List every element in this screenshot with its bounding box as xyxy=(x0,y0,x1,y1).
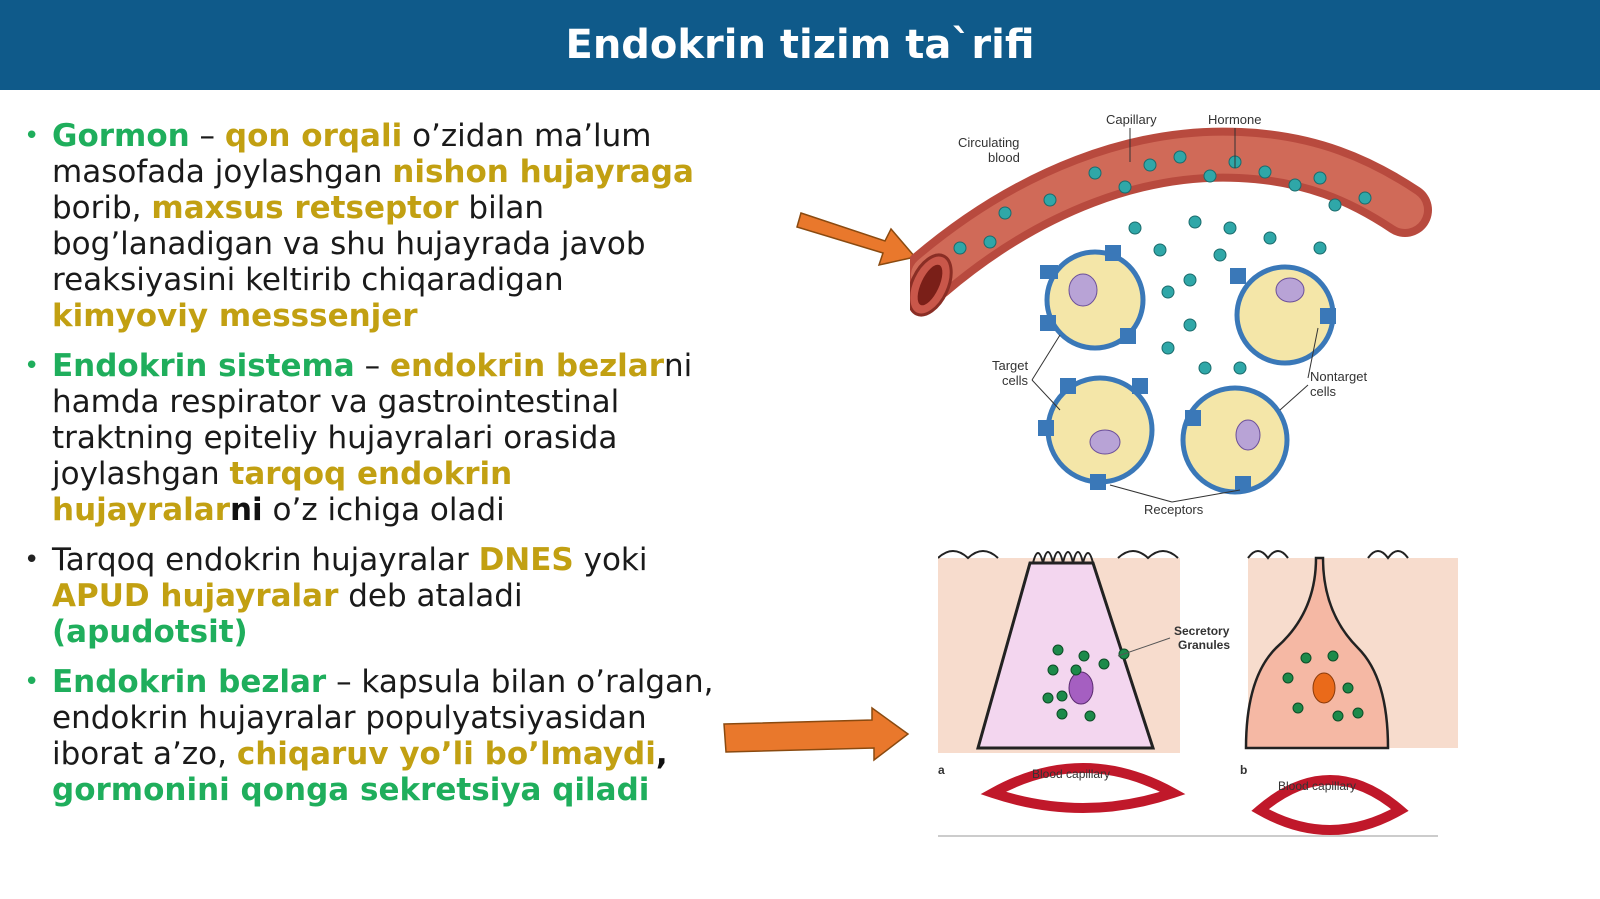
text: bilan bog’lanadigan va shu hujayrada jav… xyxy=(52,190,646,298)
term-sekretsiya: gormonini qonga sekretsiya qiladi xyxy=(52,772,650,808)
label-hormone: Hormone xyxy=(1208,112,1261,127)
label-secretory: Secretory xyxy=(1174,624,1230,638)
nontarget-cell xyxy=(1230,264,1336,366)
hormone-molecules xyxy=(953,150,1372,375)
term-nishon: nishon hujayraga xyxy=(392,154,694,190)
term-gormon: Gormon xyxy=(52,118,190,154)
bullet-dot: • xyxy=(24,351,40,381)
bullet-tarqoq: • Tarqoq endokrin hujayralar DNES yoki A… xyxy=(22,542,722,650)
text: o’zidan ma’lum masofada joylashgan xyxy=(52,118,652,190)
term-endokrin-sistema: Endokrin sistema xyxy=(52,348,355,384)
label-granules: Granules xyxy=(1178,638,1230,652)
bullet-endokrin-bezlar: • Endokrin bezlar – kapsula bilan o’ralg… xyxy=(22,664,722,808)
term-tarqoq: tarqoq endokrin hujayralar xyxy=(52,456,513,528)
blood-capillary-a xyxy=(980,763,1186,813)
figure-endocrine-cells: Blood capillary a Secretory Granules Blo… xyxy=(938,550,1458,837)
bullet-gormon: • Gormon – qon orqali o’zidan ma’lum mas… xyxy=(22,118,722,334)
label-panel-b: b xyxy=(1240,763,1247,777)
term-retseptor: maxsus retseptor xyxy=(151,190,459,226)
label-nontarget: Nontarget xyxy=(1310,369,1367,384)
term-endokrin-bezlar: Endokrin bezlar xyxy=(52,664,327,700)
label-circulating: Circulating xyxy=(958,135,1019,150)
bullet-dot: • xyxy=(24,121,40,151)
text: ni hamda respirator va gastrointestinal … xyxy=(52,348,693,492)
term-endokrin-bezlar: endokrin bezlar xyxy=(389,348,665,384)
label-capillary: Capillary xyxy=(1106,112,1157,127)
label-target-cells: cells xyxy=(1002,373,1029,388)
label-nontarget-cells: cells xyxy=(1310,384,1337,399)
text: deb ataladi xyxy=(338,578,523,614)
text: borib, xyxy=(52,190,152,226)
bullet-endokrin-sistema: • Endokrin sistema – endokrin bezlarni h… xyxy=(22,348,722,528)
label-target: Target xyxy=(992,358,1029,373)
text: yoki xyxy=(573,542,648,578)
label-blood-capillary-a: Blood capillary xyxy=(1032,767,1110,781)
term-messenjer: kimyoviy messsenjer xyxy=(52,298,418,334)
label-blood: blood xyxy=(988,150,1020,165)
term-chiqaruv: chiqaruv yo’li bo’lmaydi xyxy=(236,736,656,772)
term-qon-orqali: qon orqali xyxy=(224,118,403,154)
label-blood-capillary-b: Blood capillary xyxy=(1278,779,1356,793)
title-bar: Endokrin tizim ta`rifi xyxy=(0,0,1600,90)
arrow-top-icon xyxy=(796,212,917,267)
bullet-list: • Gormon – qon orqali o’zidan ma’lum mas… xyxy=(22,118,722,822)
text: , xyxy=(655,736,668,772)
panel-b: Blood capillary b xyxy=(1240,550,1458,835)
target-cell xyxy=(1040,245,1146,351)
term-dnes: DNES xyxy=(478,542,574,578)
term-apud: APUD hujayralar xyxy=(52,578,339,614)
text: – kapsula bilan o’ralgan, endokrin hujay… xyxy=(52,664,714,772)
nontarget-cell xyxy=(1180,385,1290,495)
target-cell xyxy=(1038,375,1155,490)
endocrine-cell-b xyxy=(1244,556,1390,750)
blood-capillary-b xyxy=(1251,775,1409,835)
bullet-dot: • xyxy=(24,667,40,697)
text: o’z ichiga oladi xyxy=(262,492,505,528)
panel-a: Blood capillary a xyxy=(938,550,1186,813)
text: – xyxy=(189,118,225,154)
slide-title: Endokrin tizim ta`rifi xyxy=(565,22,1035,68)
bullet-dot: • xyxy=(24,545,40,575)
text: – xyxy=(354,348,390,384)
text: ni xyxy=(229,492,263,528)
figure-hormone-receptors: Capillary Hormone Circulating blood Targ… xyxy=(910,112,1432,517)
text: Tarqoq endokrin hujayralar xyxy=(52,542,479,578)
label-panel-a: a xyxy=(938,763,945,777)
arrow-bottom-icon xyxy=(723,706,910,762)
label-receptors: Receptors xyxy=(1144,502,1204,517)
term-apudotsit: (apudotsit) xyxy=(52,614,248,650)
